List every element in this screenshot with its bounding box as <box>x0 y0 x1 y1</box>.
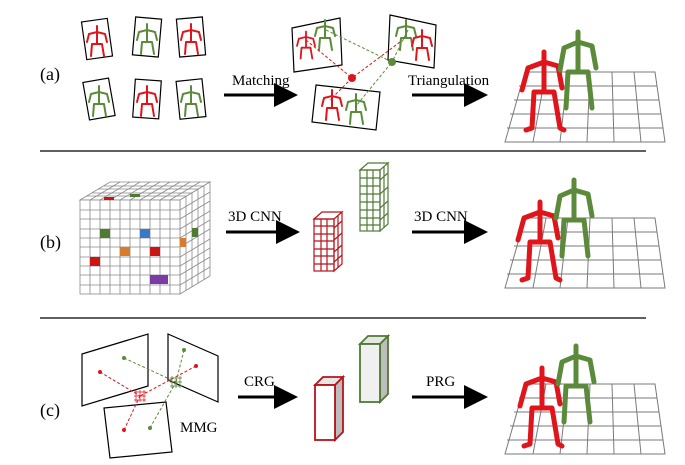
voxel-orange <box>120 247 130 256</box>
solid-volume-red <box>312 374 346 443</box>
voxel-blue <box>140 229 150 238</box>
row-label-b: (b) <box>40 232 61 253</box>
row-a: (a) Matching <box>40 14 666 143</box>
row-c: (c) MMG CRG <box>40 333 666 459</box>
matching-views <box>291 14 437 131</box>
label-triangulation: Triangulation <box>408 73 490 89</box>
row-label-c: (c) <box>40 400 60 421</box>
output-3d-poses-b <box>504 180 666 289</box>
volume-green <box>358 161 390 233</box>
row-b: (b) 3D CNN <box>40 161 666 295</box>
voxel-orange-side <box>180 238 186 247</box>
output-3d-poses-c <box>504 346 666 455</box>
row-label-a: (a) <box>40 64 60 85</box>
label-mmg: MMG <box>180 420 218 436</box>
voxel-top-red <box>104 197 114 200</box>
label-crg: CRG <box>244 374 275 390</box>
volume-red <box>312 210 344 273</box>
voxel-green <box>100 229 110 238</box>
voxel-red-2 <box>150 247 160 256</box>
voxel-red <box>90 257 100 266</box>
input-views <box>80 16 207 121</box>
solid-volume-green <box>357 333 391 405</box>
voxel-purple <box>150 275 168 284</box>
output-3d-poses-a <box>504 32 666 143</box>
mmg-views <box>81 333 219 459</box>
label-3dcnn-1: 3D CNN <box>228 209 282 225</box>
label-3dcnn-2: 3D CNN <box>414 209 468 225</box>
label-matching: Matching <box>232 73 290 89</box>
voxel-top-green <box>130 194 140 197</box>
voxel-green-side <box>192 228 198 237</box>
label-prg: PRG <box>426 374 455 390</box>
